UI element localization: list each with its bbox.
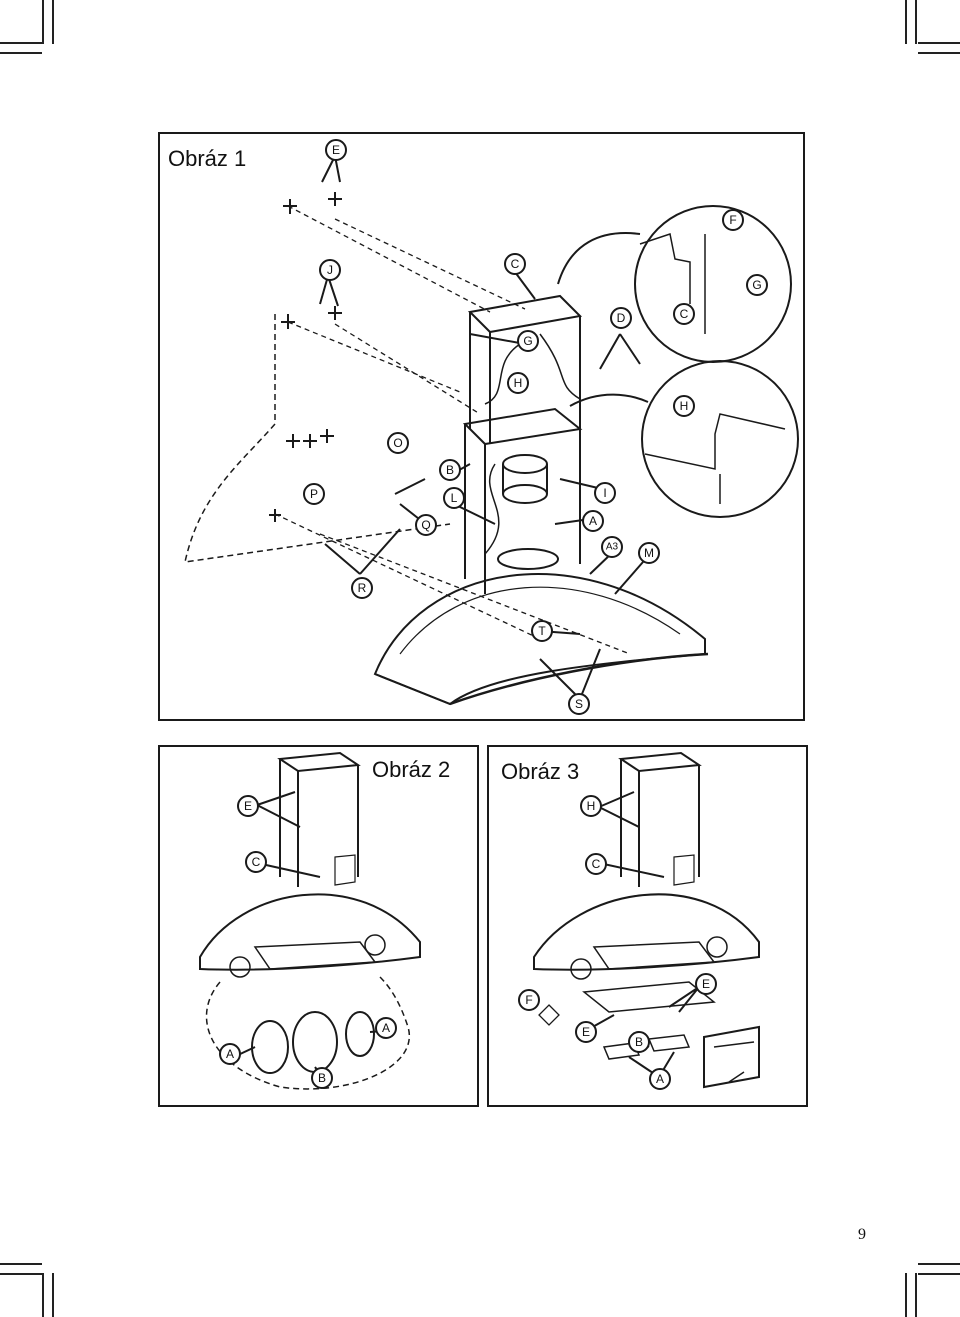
crop-mark bbox=[918, 52, 960, 54]
callout-label: J bbox=[327, 263, 333, 277]
callout-label: A bbox=[589, 514, 597, 528]
crop-mark bbox=[0, 1273, 42, 1275]
figure-3-title: Obráz 3 bbox=[501, 759, 580, 784]
crop-mark bbox=[918, 1263, 960, 1265]
callout-label: F bbox=[525, 993, 532, 1007]
callout-label: G bbox=[752, 278, 761, 292]
callout-label: A bbox=[656, 1072, 664, 1086]
figure-1-title: Obráz 1 bbox=[168, 146, 247, 171]
crop-mark bbox=[918, 1273, 960, 1275]
callout-label: H bbox=[514, 376, 523, 390]
callout-label: M bbox=[644, 546, 654, 560]
callout-label: C bbox=[252, 855, 261, 869]
crop-mark bbox=[52, 0, 54, 44]
callout-label: E bbox=[582, 1025, 590, 1039]
crop-mark bbox=[42, 1273, 44, 1317]
callout-label: H bbox=[587, 799, 596, 813]
callout-label: A bbox=[226, 1047, 234, 1061]
callout-label: C bbox=[511, 257, 520, 271]
page-number: 9 bbox=[858, 1226, 866, 1243]
crop-mark bbox=[905, 0, 907, 44]
figure-3-diagram: H C F E E B A bbox=[518, 751, 760, 1090]
callout-label: D bbox=[617, 311, 626, 325]
callout-label: Q bbox=[421, 518, 430, 532]
crop-mark bbox=[915, 0, 917, 44]
crop-mark bbox=[918, 42, 960, 44]
callout-label: C bbox=[592, 857, 601, 871]
crop-mark bbox=[905, 1273, 907, 1317]
figure-3-frame: H C F E E B A Obráz 3 bbox=[487, 745, 808, 1107]
callout-label: E bbox=[244, 799, 252, 813]
crop-mark bbox=[42, 0, 44, 44]
figure-1-diagram: E C J F G D C G H H O B I P L A Q A3 M R… bbox=[184, 139, 799, 715]
callout-label: H bbox=[680, 399, 689, 413]
callout-label: A bbox=[382, 1021, 390, 1035]
callout-label: E bbox=[702, 977, 710, 991]
callout-label: B bbox=[446, 463, 454, 477]
callout-label: G bbox=[523, 334, 532, 348]
callout-label: P bbox=[310, 487, 318, 501]
callout-label: T bbox=[538, 624, 546, 638]
callout-label: B bbox=[635, 1035, 643, 1049]
callout-label: F bbox=[729, 213, 736, 227]
crop-mark bbox=[0, 1263, 42, 1265]
callout-label: E bbox=[332, 143, 340, 157]
callout-label: C bbox=[680, 307, 689, 321]
callout-label: S bbox=[575, 697, 583, 711]
crop-mark bbox=[915, 1273, 917, 1317]
crop-mark bbox=[0, 42, 42, 44]
callout-label: O bbox=[393, 436, 402, 450]
callout-label: L bbox=[451, 491, 458, 505]
figure-2-frame: E C A A B Obráz 2 bbox=[158, 745, 479, 1107]
callout-label: B bbox=[318, 1071, 326, 1085]
crop-mark bbox=[0, 52, 42, 54]
crop-mark bbox=[52, 1273, 54, 1317]
figure-2-diagram: E C A A B bbox=[199, 751, 421, 1090]
callout-label: I bbox=[603, 486, 606, 500]
callout-label: A3 bbox=[606, 542, 619, 553]
figure-2-title: Obráz 2 bbox=[372, 757, 451, 782]
figure-1-frame: E C J F G D C G H H O B I P L A Q A3 M R… bbox=[158, 132, 805, 721]
callout-label: R bbox=[358, 581, 367, 595]
